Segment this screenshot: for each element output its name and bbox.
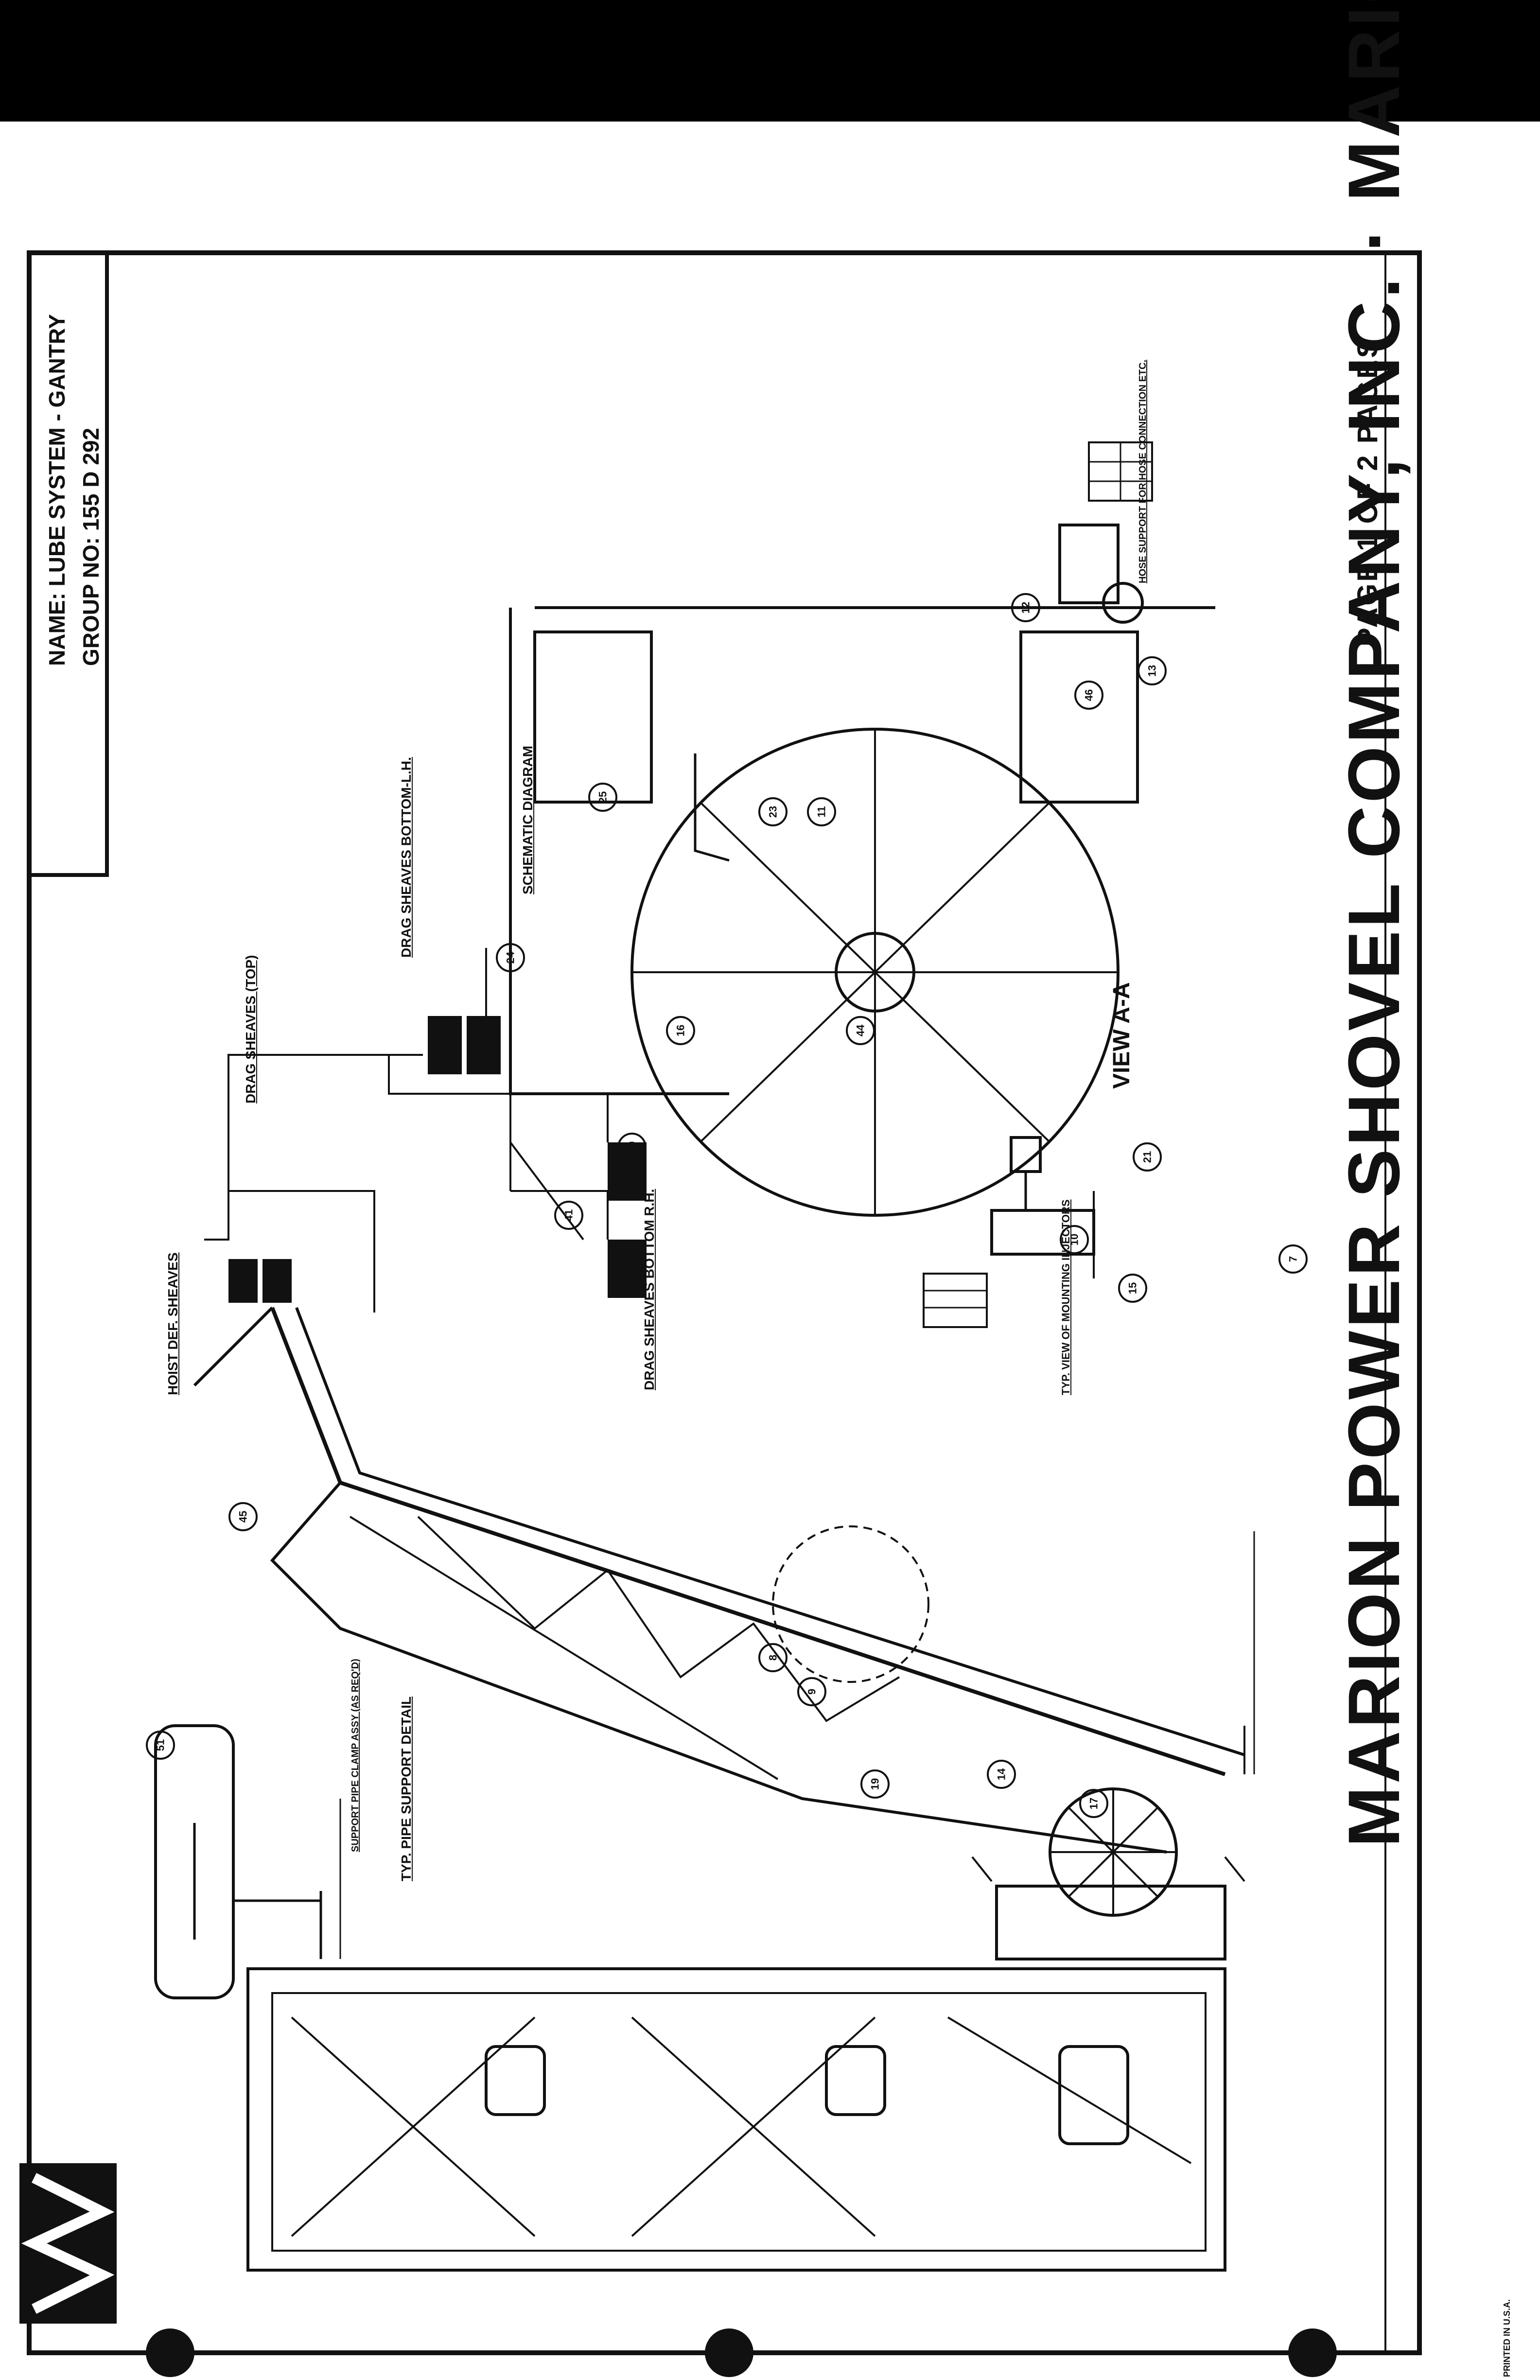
injector-mounting-view — [990, 1136, 1095, 1278]
label-hose-support: HOSE SUPPORT FOR HOSE CONNECTION ETC. — [1138, 359, 1148, 583]
label-drag-bottom-rh: DRAG SHEAVES BOTTOM R.H. — [642, 1189, 657, 1390]
marion-logo — [19, 2163, 117, 2324]
callout-number: 10 — [1068, 1234, 1081, 1245]
callout-number: 41 — [563, 1209, 575, 1221]
callout-number: 14 — [996, 1768, 1008, 1780]
callout-number: 8 — [767, 1655, 779, 1661]
callout-number: 13 — [1146, 665, 1158, 677]
callout-number: 51 — [155, 1739, 167, 1751]
callout-number: 15 — [1127, 1282, 1139, 1294]
label-drag-bottom-lh: DRAG SHEAVES BOTTOM-L.H. — [399, 757, 414, 958]
label-mounting: TYP. VIEW OF MOUNTING INJECTORS — [1060, 1199, 1072, 1395]
callout-number: 16 — [675, 1025, 687, 1036]
label-hoist-sheaves: HOIST DEF. SHEAVES — [165, 1252, 180, 1395]
label-pipe-support: TYP. PIPE SUPPORT DETAIL — [399, 1696, 414, 1881]
title-name-line: NAME: LUBE SYSTEM - GANTRY — [44, 314, 70, 666]
pipe-support-detail — [154, 1724, 341, 1999]
callout-number: 24 — [505, 951, 517, 963]
callout-number: 7 — [1287, 1256, 1299, 1262]
callout-number: 17 — [1088, 1798, 1100, 1809]
gantry-boom-side-view — [193, 1306, 1255, 1917]
lube-system-drawing: 51 45 41 40 16 24 25 23 11 44 10 15 46 13 12 14 19 17 9 8 7 2… — [19, 250, 1422, 2377]
label-support-assy: SUPPORT PIPE CLAMP ASSY (AS REQ'D) — [350, 1659, 361, 1852]
part-callouts — [146, 593, 1308, 1818]
schematic-diagram — [204, 948, 647, 1312]
callout-number: 46 — [1083, 689, 1095, 701]
callout-number: 19 — [869, 1778, 881, 1790]
title-group-line: GROUP NO: 155 D 292 — [78, 427, 104, 666]
callout-number: 44 — [855, 1024, 867, 1036]
callout-number: 11 — [816, 806, 828, 817]
company-line: MARION POWER SHOVEL COMPANY, INC. · MARI… — [1333, 0, 1415, 1847]
black-top-band — [0, 0, 1540, 122]
view-a-a — [509, 524, 1215, 1217]
label-schematic: SCHEMATIC DIAGRAM — [520, 746, 535, 894]
punch-hole — [1288, 2328, 1337, 2377]
callout-number: 23 — [767, 806, 779, 818]
callout-number: 25 — [597, 791, 609, 803]
label-drag-top: DRAG SHEAVES (TOP) — [243, 955, 258, 1103]
title-block-box — [27, 251, 109, 877]
punch-hole — [705, 2328, 753, 2377]
gantry-front-view — [246, 1856, 1245, 2272]
page-line: PAGE 1 OF 2 PAGES — [1352, 337, 1383, 647]
label-view-aa: VIEW A-A — [1109, 982, 1135, 1089]
callout-number: 40 — [626, 1141, 638, 1153]
callout-number: 45 — [237, 1511, 249, 1522]
callout-number: 9 — [806, 1689, 818, 1695]
callout-number: 21 — [1141, 1151, 1154, 1163]
reference-table — [923, 441, 1153, 1328]
punch-hole — [146, 2328, 194, 2377]
callout-number: 12 — [1020, 602, 1032, 613]
printed-in-usa: PRINTED IN U.S.A. — [1502, 2299, 1512, 2377]
